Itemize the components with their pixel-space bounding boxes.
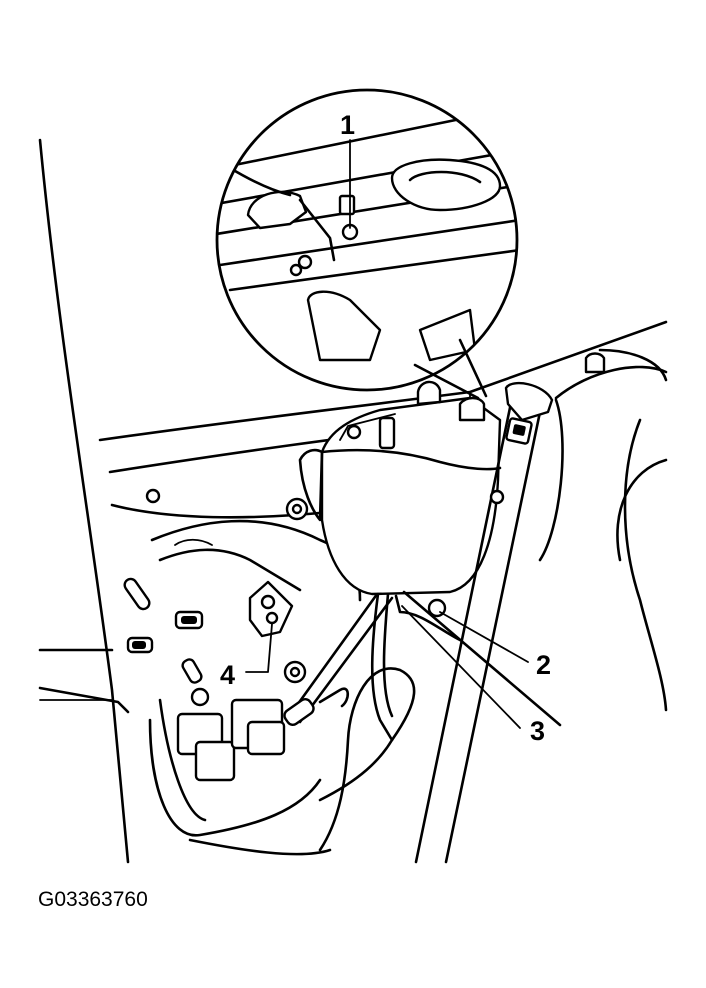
callout-4: 4 [220,660,235,690]
door-inner-panel [38,138,668,864]
door-handle-housing [298,380,502,596]
callout-2: 2 [536,650,551,680]
magnified-detail-view [215,88,519,400]
callout-3: 3 [530,716,545,746]
seat-belt-strap [414,348,668,864]
bowden-cables [318,590,562,852]
figure-code: G03363760 [38,888,148,911]
callout-leaders [245,139,529,729]
callout-1: 1 [340,110,355,140]
